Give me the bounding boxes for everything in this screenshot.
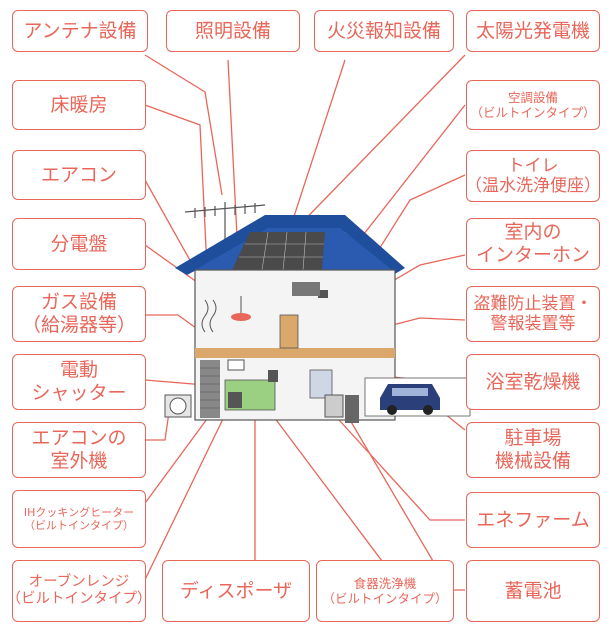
label-parking-line: 駐車場	[504, 427, 562, 450]
label-shutter: 電動シャッター	[12, 354, 146, 410]
label-aircon-outdoor-line: 室外機	[50, 450, 108, 472]
label-ih-heater-line: IHクッキングヒーター	[23, 505, 135, 519]
fire-alarm-icon	[318, 290, 328, 298]
oven-icon	[228, 392, 242, 408]
label-dishwasher: 食器洗浄機（ビルトインタイプ）	[316, 560, 454, 622]
label-toilet: トイレ（温水洗浄便座）	[466, 150, 600, 202]
label-shutter-line: 電動	[59, 359, 98, 382]
label-security: 盗難防止装置・警報装置等	[466, 286, 600, 342]
label-gas-line: ガス設備	[40, 291, 117, 314]
label-disposer-line: ディスポーザ	[179, 579, 293, 602]
label-distribution-board-line: 分電盤	[50, 232, 108, 255]
bath-icon	[309, 369, 333, 399]
shutter-icon	[200, 360, 220, 418]
label-solar-line: 太陽光発電機	[475, 19, 590, 42]
label-security-line: 盗難防止装置・	[473, 293, 593, 314]
label-dishwasher-line: （ビルトインタイプ）	[322, 591, 448, 606]
label-oven: オーブンレンジ（ビルトインタイプ）	[12, 560, 146, 622]
door-icon	[279, 314, 299, 349]
label-fire-alarm-line: 火災報知設備	[326, 19, 441, 42]
label-aircon-outdoor-line: エアコンの	[31, 427, 127, 450]
label-battery: 蓄電池	[466, 560, 600, 622]
label-distribution-board: 分電盤	[12, 218, 146, 270]
label-enefarm: エネファーム	[466, 492, 600, 548]
label-fire-alarm: 火災報知設備	[314, 10, 454, 52]
label-floor-heating-line: 床暖房	[50, 93, 108, 116]
label-builtin-aircon-line: 空調設備	[507, 90, 558, 105]
label-parking-line: 機械設備	[494, 450, 571, 472]
label-gas-line: （給湯器等）	[21, 314, 136, 336]
label-intercom-line: インターホン	[475, 244, 590, 266]
label-dishwasher-line: 食器洗浄機	[353, 576, 417, 591]
label-aircon: エアコン	[12, 150, 146, 200]
label-lighting: 照明設備	[166, 10, 300, 52]
intercom-icon	[268, 370, 278, 382]
label-disposer: ディスポーザ	[162, 560, 310, 622]
solar-panel-icon	[232, 231, 325, 271]
label-toilet-line: トイレ	[507, 155, 559, 176]
label-enefarm-line: エネファーム	[476, 508, 590, 531]
battery-icon	[345, 395, 359, 423]
lamp-icon	[231, 313, 251, 321]
label-bath-dryer: 浴室乾燥機	[466, 354, 600, 410]
label-oven-line: オーブンレンジ	[28, 573, 130, 590]
enefarm-icon	[324, 394, 344, 418]
label-gas: ガス設備（給湯器等）	[12, 286, 146, 342]
label-security-line: 警報装置等	[490, 314, 576, 334]
label-battery-line: 蓄電池	[504, 579, 562, 602]
label-builtin-aircon-line: （ビルトインタイプ）	[470, 105, 596, 120]
label-toilet-line: （温水洗浄便座）	[466, 176, 600, 196]
label-oven-line: （ビルトインタイプ）	[12, 591, 146, 607]
label-intercom-line: 室内の	[504, 221, 562, 244]
label-antenna: アンテナ設備	[12, 10, 148, 52]
floor-icon	[195, 348, 395, 358]
label-builtin-aircon: 空調設備（ビルトインタイプ）	[466, 80, 600, 130]
distribution-board-icon	[227, 359, 245, 371]
label-ih-heater: IHクッキングヒーター（ビルトインタイプ）	[12, 490, 146, 548]
roof-icon	[175, 215, 405, 275]
label-floor-heating: 床暖房	[12, 80, 146, 130]
heating-icon	[201, 299, 209, 333]
label-bath-dryer-line: 浴室乾燥機	[485, 370, 581, 393]
label-aircon-line: エアコン	[40, 163, 117, 186]
label-solar: 太陽光発電機	[466, 10, 600, 52]
label-ih-heater-line: （ビルトインタイプ）	[24, 519, 134, 532]
label-antenna-line: アンテナ設備	[23, 19, 137, 42]
label-shutter-line: シャッター	[31, 382, 127, 404]
label-parking: 駐車場機械設備	[466, 422, 600, 478]
aircon-icon	[292, 282, 320, 296]
label-aircon-outdoor: エアコンの室外機	[12, 422, 146, 478]
label-lighting-line: 照明設備	[194, 19, 271, 42]
label-intercom: 室内のインターホン	[466, 218, 600, 270]
